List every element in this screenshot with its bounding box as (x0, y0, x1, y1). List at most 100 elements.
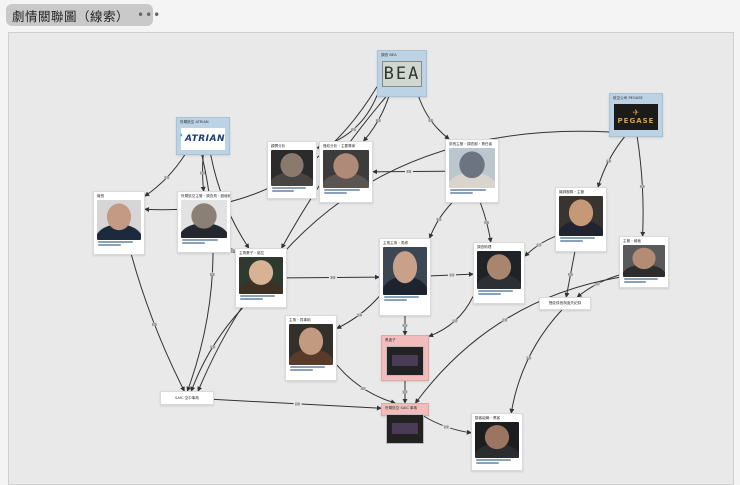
connector-label-chip (442, 425, 451, 429)
connector-label: 關聯 (210, 345, 216, 349)
connector-label-chip (482, 220, 491, 224)
connector-label: 關聯 (351, 127, 357, 131)
connector-label: 關聯 (210, 272, 216, 276)
portrait-photo (97, 199, 141, 240)
connector-label: 關聯 (164, 176, 170, 180)
node-wife[interactable]: 主角妻子・諾拉 (235, 248, 287, 308)
node-pegase[interactable]: 航空公司 PEGASE✈PEGASE (609, 93, 663, 137)
node-title: 所屬航空 SAIC 事故 (385, 406, 418, 410)
note-text-line (560, 240, 583, 242)
note-text-line (384, 299, 407, 301)
diagram-canvas[interactable]: 關聯關聯關聯關聯關聯關聯關聯關聯關聯關聯關聯關聯關聯關聯關聯關聯關聯關聯關聯關聯… (8, 32, 734, 485)
connector-label-chip (329, 276, 337, 279)
page-title: 劇情關聯圖（線索） (12, 8, 130, 24)
connector-label-chip (374, 118, 383, 122)
portrait-photo (181, 199, 227, 238)
clue-image (386, 413, 424, 444)
node-title: 機師團隊・主管 (559, 190, 585, 194)
note-text-line (272, 190, 294, 192)
portrait-photo (383, 246, 427, 295)
portrait-photo (477, 250, 521, 289)
node-tech[interactable]: 顧問分析 (267, 141, 317, 199)
node-crash[interactable]: SAIC 空中事故 (160, 391, 214, 405)
node-title: 駭客組織・黑客 (475, 416, 501, 420)
connector-label-chip (228, 249, 237, 253)
connector-label-chip (293, 402, 302, 406)
node-bigbox[interactable]: 所屬航空 SAIC 事故 (381, 403, 429, 444)
connector-label-chip (593, 282, 602, 286)
node-clue[interactable]: 黑盒子 (381, 335, 429, 381)
connector-label-chip (604, 159, 613, 163)
node-title: 聲紋分析・主要專家 (323, 144, 356, 148)
note-text-line (624, 278, 658, 280)
note-text-line (478, 293, 501, 295)
node-label: SAIC 空中事故 (175, 395, 199, 400)
portrait-photo (271, 149, 313, 186)
portrait-photo (449, 147, 495, 188)
node-atrian-head[interactable]: 所屬航空主管・調查員・副總裁 (177, 191, 231, 253)
connector-label: 關聯 (594, 282, 600, 286)
node-chief[interactable]: 部長主管・調查副・責任者 (445, 139, 499, 203)
connector-bea-chief[interactable] (418, 96, 450, 140)
connector-label: 關聯 (376, 118, 382, 122)
node-hero[interactable]: 主角主角・馬修 (379, 238, 431, 316)
node-woman[interactable]: 主角・同事助 (285, 315, 337, 381)
note-text-line (624, 281, 646, 283)
connector-label-chip (566, 273, 575, 276)
node-pilot[interactable]: 機長 (93, 191, 145, 255)
connector-label-chip (401, 324, 409, 327)
connector-label: 關聯 (357, 313, 363, 317)
note-text-line (182, 242, 206, 244)
connector-label-chip (405, 170, 413, 173)
node-sticky[interactable]: 聲紋錄音與遺失紀錄 (539, 297, 591, 310)
connector-label: 關聯 (330, 276, 336, 280)
connector-label-chip (359, 386, 368, 390)
connector-label: 關聯 (406, 170, 412, 174)
connector-bigbox-hacker[interactable] (423, 415, 472, 435)
node-title: 部長主管・調查副・責任者 (449, 142, 493, 146)
note-text-line (272, 187, 306, 189)
node-bald[interactable]: 主管・總裁 (619, 236, 669, 288)
node-title: 機長 (97, 194, 105, 198)
connector-label-chip (150, 322, 159, 326)
clue-image (386, 345, 424, 376)
note-text-line (98, 241, 133, 243)
portrait-photo (289, 323, 333, 365)
connector-atrian-pilot[interactable] (144, 154, 186, 197)
connector-label: 關聯 (526, 356, 532, 360)
connector-label: 關聯 (361, 387, 367, 391)
connector-label-chip (448, 273, 456, 277)
connector-label: 關聯 (444, 425, 450, 429)
node-title: 調查助理 (477, 245, 492, 249)
connector-sticky-hacker[interactable] (509, 309, 563, 414)
note-text-line (290, 366, 325, 368)
node-hacker[interactable]: 駭客組織・黑客 (471, 413, 523, 471)
connector-label-chip (535, 243, 544, 247)
node-title: 航空公司 PEGASE (613, 96, 643, 100)
connector-label-chip (355, 313, 364, 317)
note-text-line (560, 237, 595, 239)
node-title: 顧問分析 (271, 144, 286, 148)
connector-colleague-clue[interactable] (428, 296, 474, 338)
connector-label-chip (426, 118, 435, 122)
connector-hero-woman[interactable] (336, 296, 380, 329)
connector-label: 關聯 (640, 185, 646, 189)
node-analyst[interactable]: 聲紋分析・主要專家 (319, 141, 373, 203)
connector-label: 關聯 (428, 118, 434, 122)
more-icon[interactable]: ••• (137, 8, 162, 22)
diagram-title-bar[interactable]: 劇情關聯圖（線索） ••• (6, 4, 160, 26)
note-text-line (478, 290, 513, 292)
connector-label: 關聯 (152, 323, 158, 327)
portrait-photo (475, 421, 519, 458)
connector-label-chip (162, 176, 171, 180)
node-title: 調查 BEA (381, 53, 397, 57)
connector-label: 關聯 (452, 319, 458, 323)
connector-label-chip (198, 171, 207, 175)
node-colleague[interactable]: 調查助理 (473, 242, 525, 304)
node-title: 主角妻子・諾拉 (239, 251, 265, 255)
note-text-line (182, 239, 219, 241)
node-pegase-man[interactable]: 機師團隊・主管 (555, 187, 607, 252)
note-text-line (476, 462, 499, 464)
